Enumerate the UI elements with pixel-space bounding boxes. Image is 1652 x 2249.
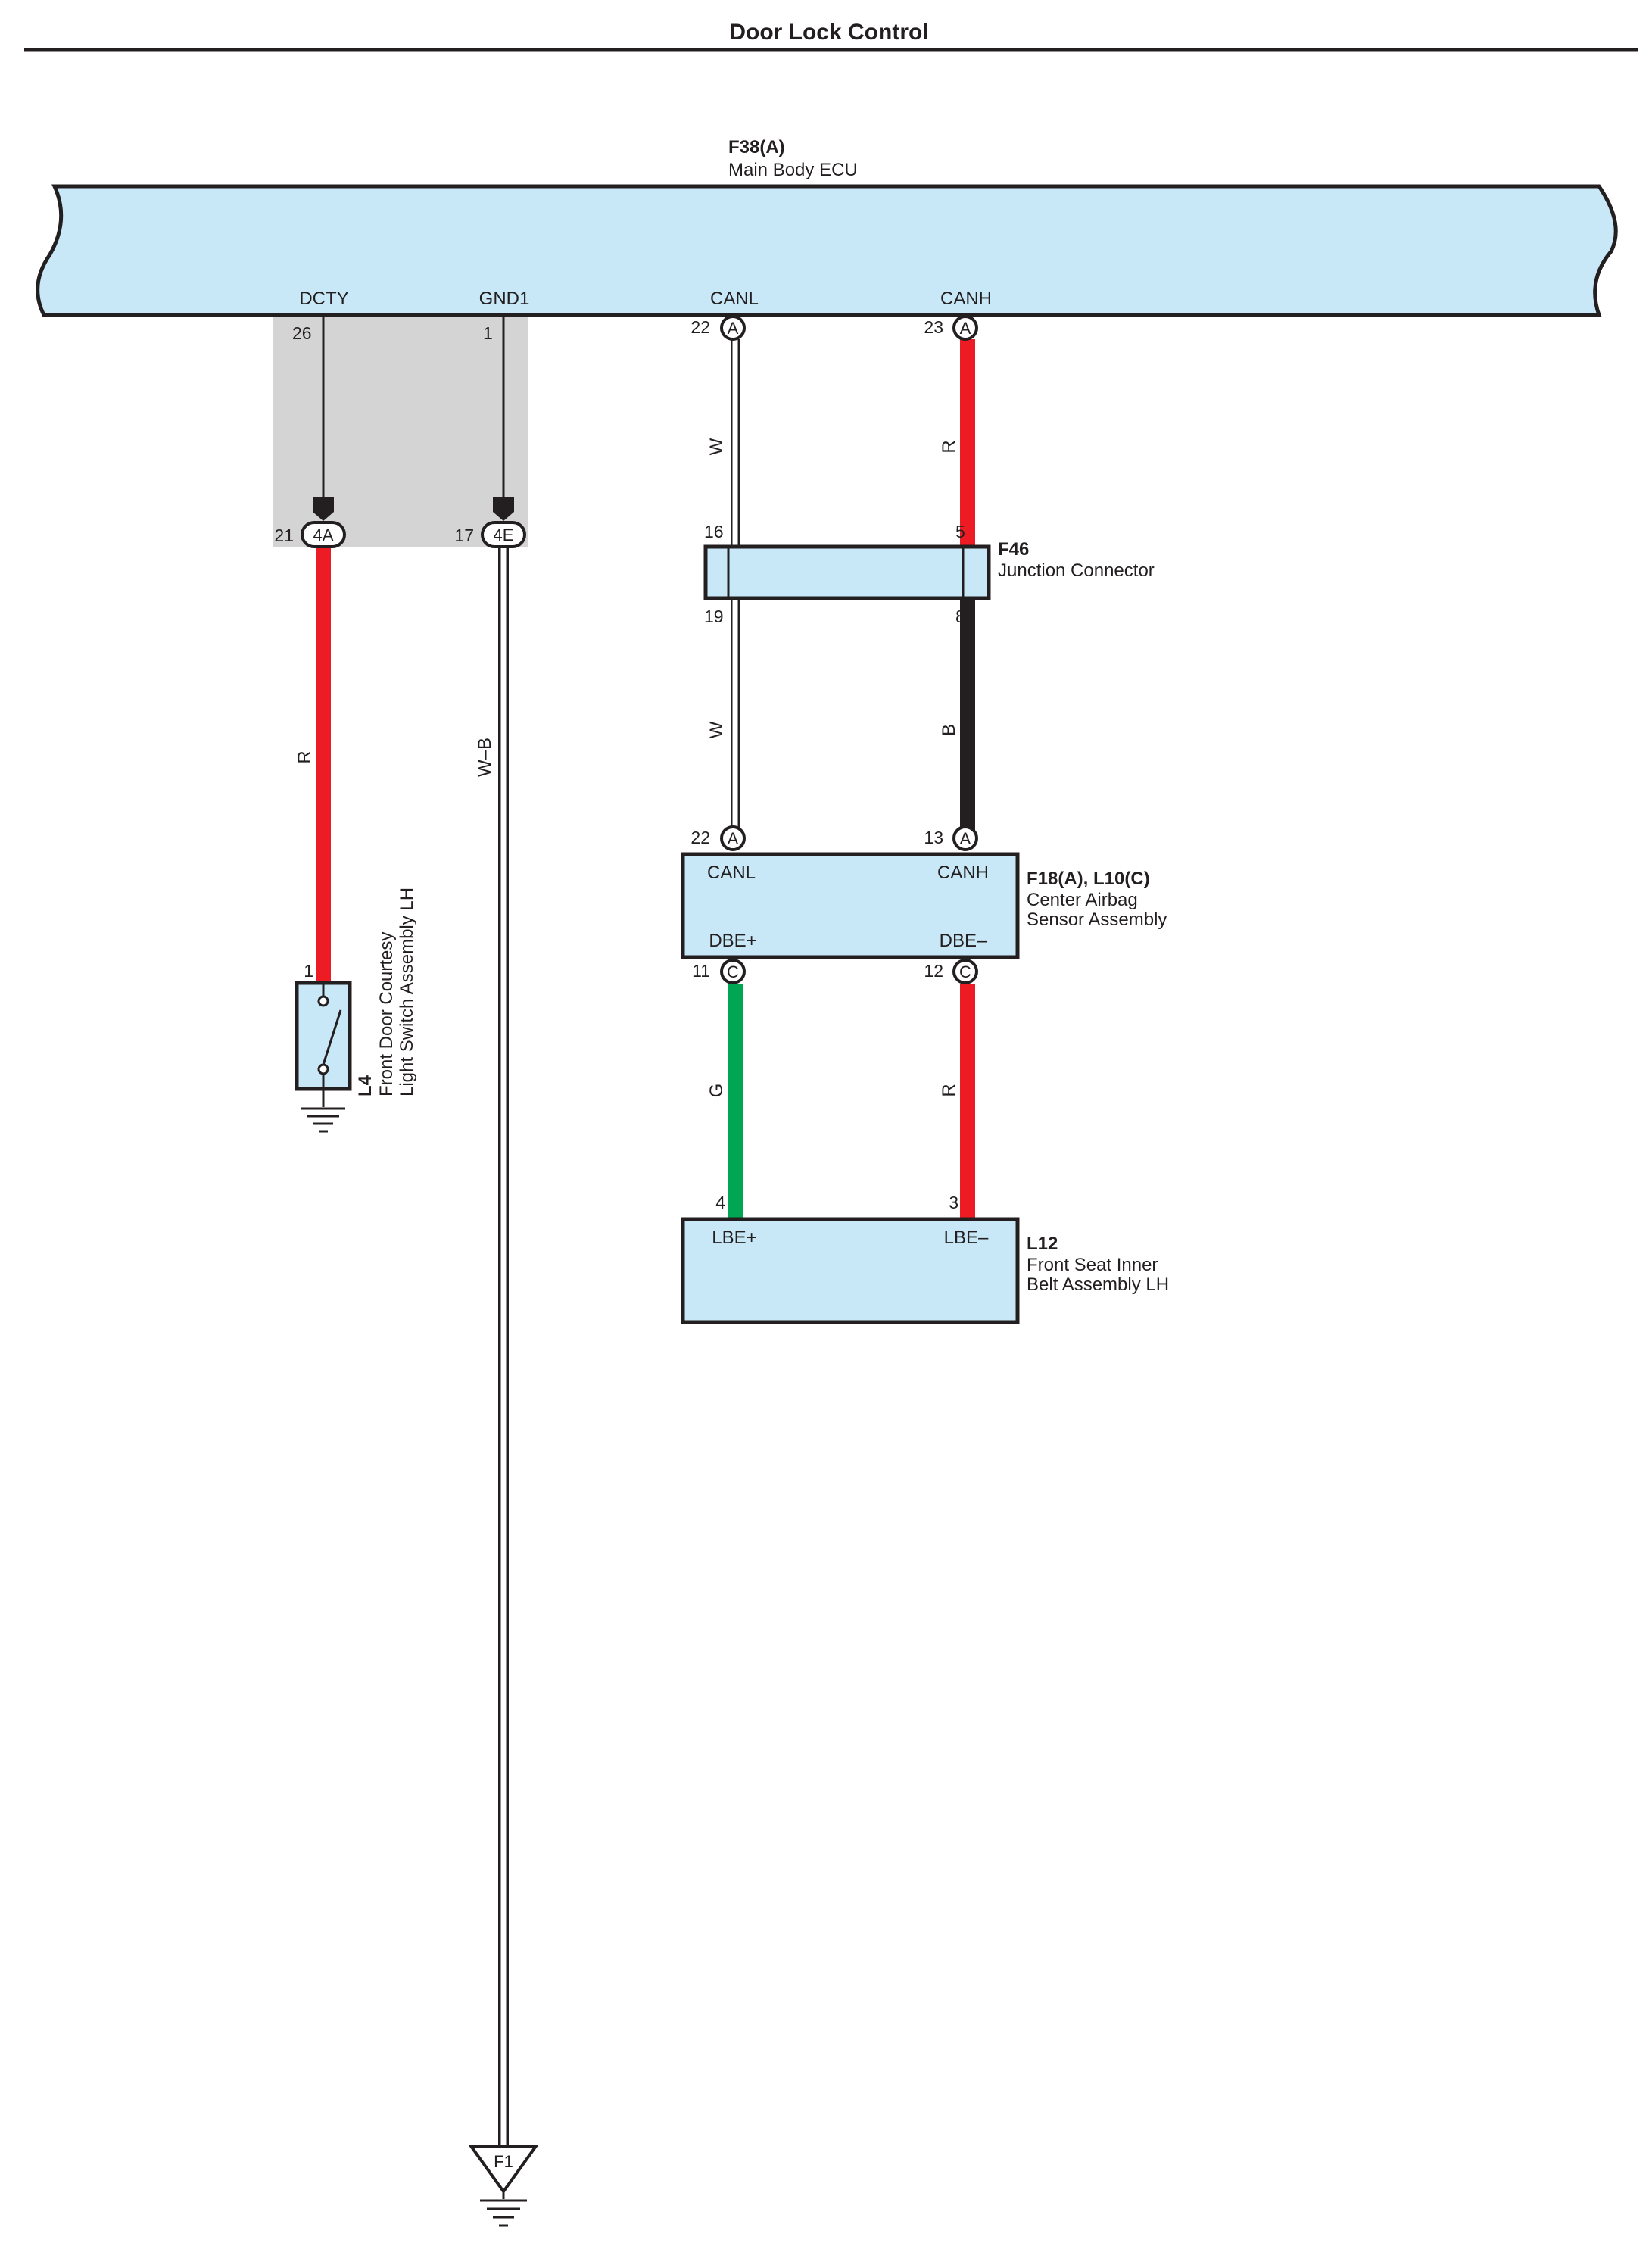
dcty-wire-color: R (295, 750, 315, 763)
switch-name-line2: Light Switch Assembly LH (397, 887, 417, 1096)
airbag-canh-connector-code: A (960, 829, 971, 848)
switch-pin: 1 (304, 961, 313, 981)
left-inline-connector[interactable] (301, 521, 346, 548)
airbag-pin-dbe-plus: 11 (692, 961, 710, 981)
ground-icon (480, 2191, 527, 2227)
ground-point[interactable] (468, 2145, 539, 2194)
ecu-pin-canl: 22 (690, 317, 710, 337)
airbag-name-line2: Sensor Assembly (1027, 909, 1167, 930)
page-title: Door Lock Control (729, 20, 928, 45)
switch-contact-top (317, 995, 329, 1007)
belt-pin-lbe-minus: 3 (949, 1193, 958, 1212)
airbag-canl-connector (720, 825, 746, 851)
center-airbag-sensor-assembly[interactable] (681, 852, 1020, 959)
ecu-terminal-canh: CANH (940, 289, 992, 309)
canh-lower-wire-color: B (939, 724, 959, 736)
left-inline-connector-pin: 21 (274, 526, 294, 545)
airbag-canl-connector-code: A (728, 829, 739, 848)
ecu-canh-connector (952, 315, 978, 341)
junction-code: F46 (998, 539, 1029, 560)
ecu-terminal-gnd1: GND1 (479, 289, 530, 309)
switch-blade (322, 1009, 342, 1065)
airbag-dbe-minus-connector-code: C (959, 962, 971, 981)
ecu-terminal-dcty: DCTY (299, 289, 348, 309)
ecu-canl-connector (720, 315, 746, 341)
junction-pin-top-right: 5 (955, 522, 965, 541)
airbag-terminal-canl: CANL (707, 862, 756, 883)
ecu-terminal-canl: CANL (710, 289, 759, 309)
right-inline-connector-code: 4E (494, 526, 514, 544)
belt-terminal-lbe-plus: LBE+ (712, 1227, 756, 1248)
canh-upper-wire-color: R (939, 440, 959, 453)
junction-pin-bottom-right: 8 (955, 607, 965, 626)
airbag-terminal-dbe-plus: DBE+ (709, 931, 756, 951)
junction-pin-bottom-left: 19 (704, 607, 724, 626)
dbe-minus-wire-color: R (939, 1084, 959, 1096)
right-inline-connector-pin: 17 (454, 526, 474, 545)
junction-name: Junction Connector (998, 560, 1155, 581)
ecu-code: F38(A) (728, 137, 785, 158)
airbag-terminal-canh: CANH (937, 862, 989, 883)
airbag-terminal-dbe-minus: DBE– (940, 931, 987, 951)
canl-upper-wire-color: W (706, 438, 727, 455)
right-inline-connector-arrow (493, 497, 514, 521)
main-body-ecu[interactable] (36, 184, 1618, 317)
airbag-code: F18(A), L10(C) (1027, 869, 1150, 889)
right-inline-connector[interactable] (481, 521, 526, 548)
belt-pin-lbe-plus: 4 (715, 1193, 725, 1212)
switch-contact-bottom (317, 1063, 329, 1075)
switch-ground-icon (301, 1107, 345, 1133)
airbag-pin-dbe-minus: 12 (924, 961, 943, 981)
front-seat-inner-belt-assembly[interactable] (681, 1217, 1020, 1324)
ecu-canh-connector-code: A (960, 319, 971, 338)
airbag-pin-canl: 22 (690, 828, 710, 847)
belt-terminal-lbe-minus: LBE– (944, 1227, 989, 1248)
ground-point-code: F1 (494, 2152, 513, 2171)
junction-pin-top-left: 16 (704, 522, 724, 541)
belt-name-line2: Belt Assembly LH (1027, 1274, 1169, 1295)
switch-code: L4 (355, 1075, 376, 1096)
canl-lower-wire-color: W (706, 721, 727, 738)
ground-wire-color: W–B (475, 738, 495, 777)
airbag-dbe-minus-connector (952, 959, 978, 984)
left-inline-connector-code: 4A (313, 526, 334, 544)
ecu-pin-dcty: 26 (292, 323, 312, 343)
shielded-area (273, 317, 528, 547)
ecu-canl-connector-code: A (728, 319, 739, 338)
left-inline-connector-arrow (313, 497, 334, 521)
airbag-name-line1: Center Airbag (1027, 890, 1138, 910)
airbag-pin-canh: 13 (924, 828, 943, 847)
airbag-dbe-plus-connector-code: C (727, 962, 739, 981)
airbag-dbe-plus-connector (720, 959, 746, 984)
belt-name-line1: Front Seat Inner (1027, 1255, 1158, 1275)
ecu-name: Main Body ECU (728, 160, 858, 180)
belt-code: L12 (1027, 1234, 1058, 1254)
switch-name-line1: Front Door Courtesy (376, 932, 397, 1096)
ecu-pin-canh: 23 (924, 317, 943, 337)
dbe-plus-wire-color: G (706, 1084, 727, 1098)
junction-connector[interactable] (703, 544, 991, 600)
ecu-pin-gnd1: 1 (483, 323, 493, 343)
airbag-canh-connector (952, 825, 978, 851)
